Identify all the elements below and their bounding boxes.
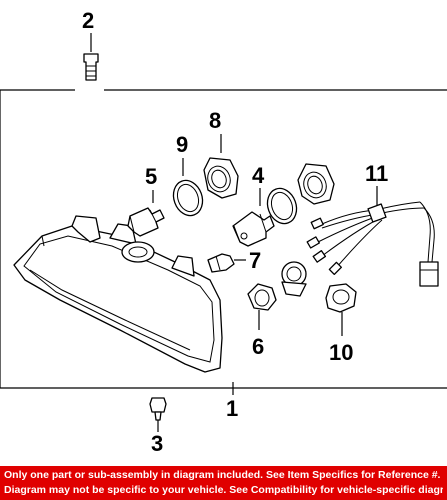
part-1-headlamp-housing	[13, 215, 223, 373]
part-6-bulb	[247, 283, 277, 330]
part-socket-right	[297, 163, 335, 205]
disclaimer-line-2: Diagram may not be specific to your vehi…	[4, 484, 443, 496]
callout-1: 1	[226, 396, 238, 421]
callout-3: 3	[151, 431, 163, 456]
callout-10: 10	[329, 340, 353, 365]
callout-8: 8	[209, 108, 221, 133]
part-10-socket	[325, 283, 357, 336]
disclaimer-line-1: Only one part or sub-assembly in diagram…	[4, 469, 441, 481]
callout-11: 11	[365, 161, 388, 186]
callout-2: 2	[82, 8, 94, 33]
parts-diagram: 2 1 3 5 9	[0, 8, 447, 456]
part-2-bolt	[83, 33, 99, 81]
callout-7: 7	[249, 248, 261, 273]
callout-4: 4	[252, 163, 265, 188]
part-5-bulb	[127, 190, 165, 237]
assembly-outline	[0, 89, 447, 389]
callout-5: 5	[145, 164, 157, 189]
disclaimer-banner: Only one part or sub-assembly in diagram…	[0, 466, 447, 500]
part-3-adjuster	[149, 397, 167, 432]
callout-6: 6	[252, 334, 264, 359]
part-9-o-ring	[172, 158, 204, 217]
callout-9: 9	[176, 132, 188, 157]
part-11-wiring-harness	[306, 186, 439, 287]
part-7-bulb	[207, 253, 246, 273]
part-4-bulb	[232, 188, 275, 247]
part-8-socket	[203, 134, 239, 199]
part-socket-round	[281, 261, 307, 297]
part-o-ring-right	[266, 187, 298, 225]
